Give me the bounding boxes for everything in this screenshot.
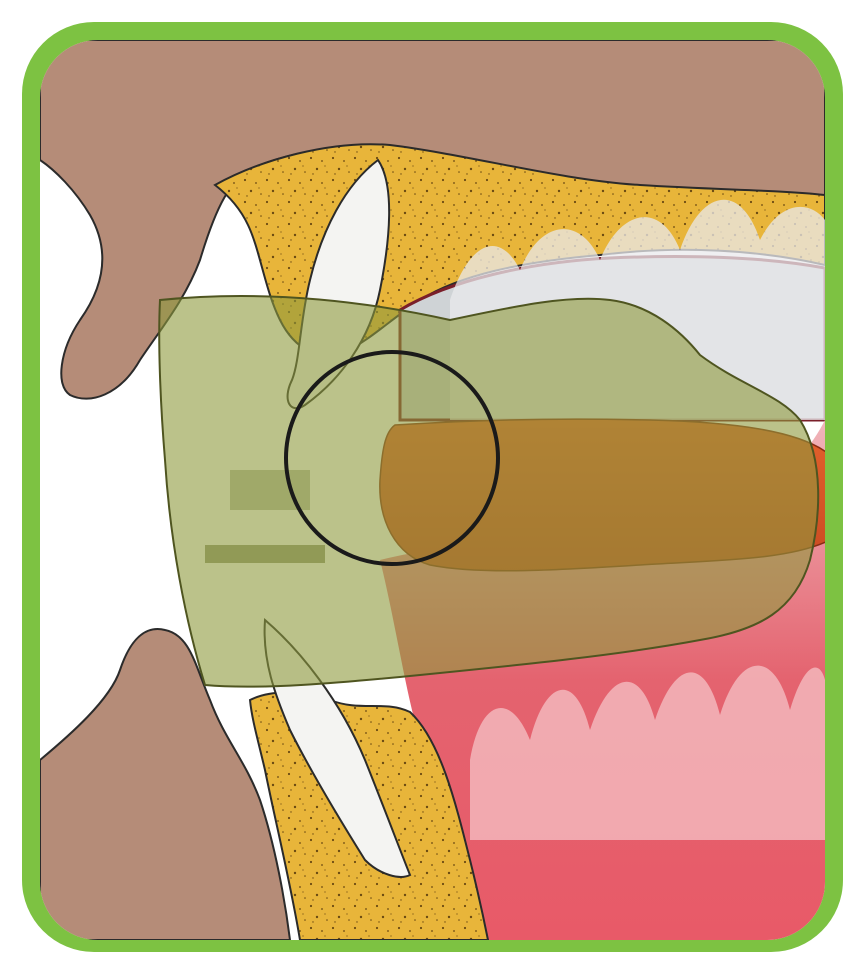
appliance-bar [205, 545, 325, 563]
